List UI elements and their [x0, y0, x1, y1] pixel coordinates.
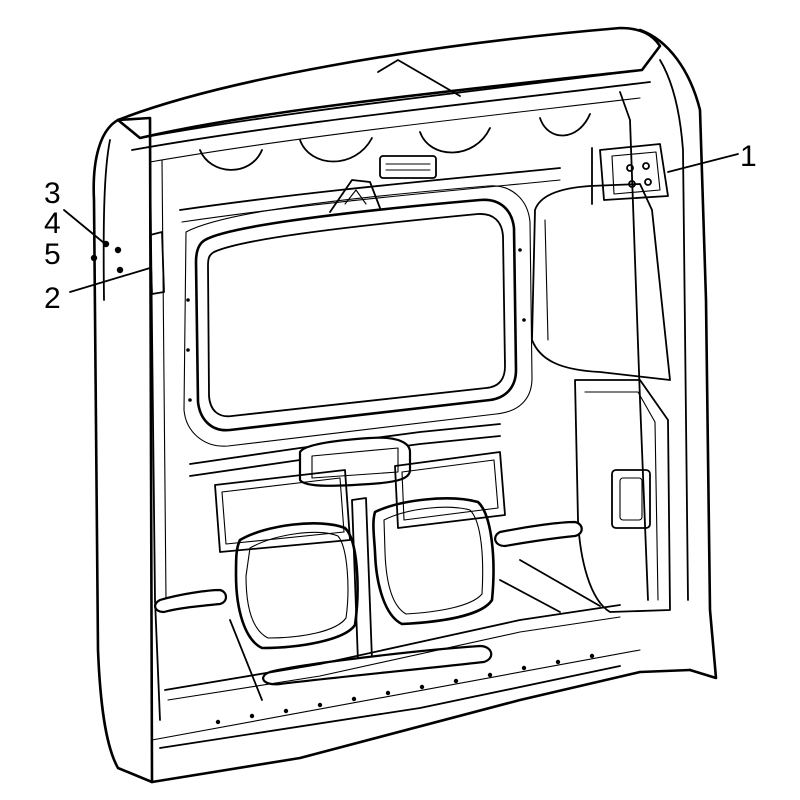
right-upper-panel [531, 143, 671, 381]
rear-window [183, 179, 533, 447]
leader-lines [63, 153, 739, 293]
roof-header [116, 26, 662, 163]
callout-5: 5 [44, 238, 61, 271]
right-seat-pocket [372, 497, 495, 626]
callout-3: 3 [44, 177, 61, 210]
leader-line-1 [667, 153, 739, 173]
leader-line-4 [63, 209, 105, 244]
mounting-bracket [599, 143, 669, 201]
leader-line-2 [69, 267, 151, 293]
bottom-step [262, 644, 493, 686]
callout-2: 2 [44, 282, 61, 315]
callout-1: 1 [740, 140, 757, 173]
left-slot [154, 588, 228, 614]
nameplate [379, 155, 437, 179]
right-lower-panel [574, 379, 671, 613]
side-handle [611, 469, 651, 529]
center-handle [298, 436, 412, 487]
bottom-bolts [186, 248, 595, 725]
lower-structure [154, 423, 621, 701]
left-seat-pocket [234, 522, 359, 650]
right-slot [494, 520, 583, 548]
inner-panel-frame [149, 91, 649, 721]
callouts: 1 2 3 4 5 [44, 140, 757, 315]
upper-bulges [199, 113, 591, 171]
cab-shell [92, 28, 718, 784]
callout-4: 4 [44, 207, 61, 240]
